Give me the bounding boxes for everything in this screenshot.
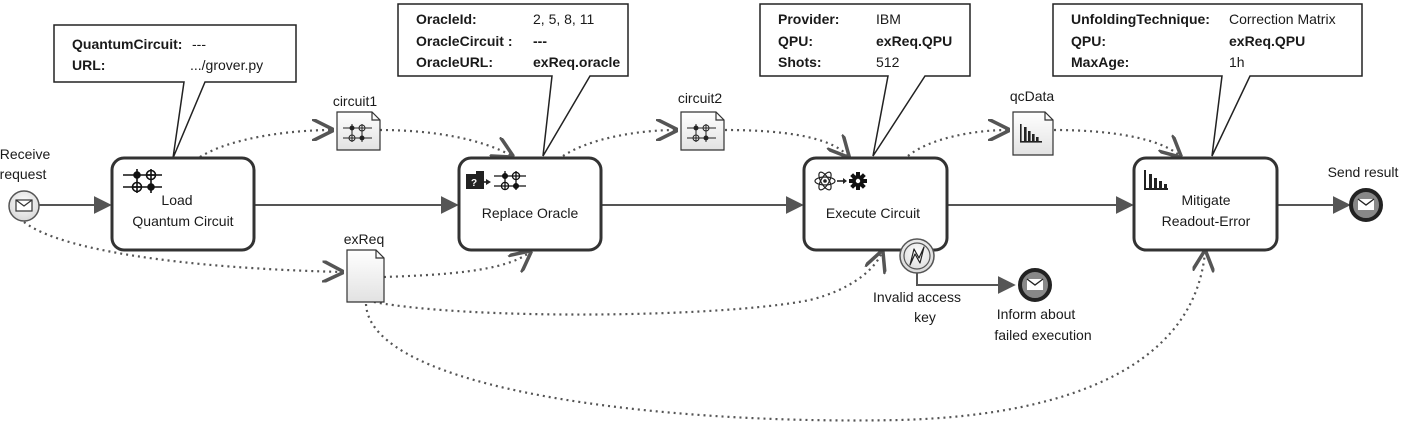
- envelope-icon: [1026, 278, 1044, 290]
- assoc-circuit1-to-replace: [379, 128, 512, 156]
- annotation-key: UnfoldingTechnique:: [1071, 11, 1210, 27]
- data-object-label: qcData: [1010, 88, 1055, 104]
- event-label: Receive: [0, 146, 50, 162]
- assoc-qcdata-to-mitigate: [1053, 128, 1180, 156]
- task-label: Execute Circuit: [826, 205, 920, 221]
- annotation-key: QPU:: [1071, 33, 1106, 49]
- annotation-replace: OracleId: 2, 5, 8, 11 OracleCircuit : --…: [397, 3, 629, 157]
- assoc-load-to-circuit1: [199, 130, 332, 158]
- histogram-doc-icon: [1020, 124, 1042, 143]
- data-object-exreq[interactable]: exReq: [344, 231, 385, 303]
- annotation-value: exReq.oracle: [533, 54, 620, 70]
- annotation-key: MaxAge:: [1071, 54, 1129, 70]
- annotation-value: 1h: [1229, 54, 1245, 70]
- circuit-doc-icon: [687, 124, 716, 142]
- assoc-exreq-to-mitigate: [364, 252, 1205, 422]
- annotation-load: QuantumCircuit: --- URL: .../grover.py: [53, 24, 297, 159]
- atom-to-gear-icon: [814, 171, 867, 191]
- annotation-key: QuantumCircuit:: [72, 36, 182, 52]
- annotation-key: Provider:: [778, 11, 839, 27]
- annotation-key: OracleURL:: [416, 54, 493, 70]
- annotation-value: .../grover.py: [190, 57, 263, 73]
- annotation-key: OracleId:: [416, 11, 477, 27]
- end-event-send-result[interactable]: Send result: [1328, 164, 1399, 222]
- annotation-key: URL:: [72, 57, 105, 73]
- start-event-receive-request[interactable]: Receive request: [0, 146, 50, 222]
- data-object-circuit2[interactable]: circuit2: [678, 90, 725, 151]
- assoc-circuit2-to-execute: [724, 128, 848, 156]
- annotation-value: IBM: [876, 11, 901, 27]
- event-label: Invalid access: [873, 289, 961, 305]
- end-event-inform-failed[interactable]: Inform about failed execution: [994, 268, 1092, 343]
- quantum-circuit-icon: [123, 169, 162, 193]
- event-label: failed execution: [994, 327, 1091, 343]
- sequence-flows: [39, 196, 1351, 294]
- task-label: Mitigate: [1181, 192, 1230, 208]
- assoc-exreq-to-replace: [383, 252, 530, 279]
- annotation-execute: Provider: IBM QPU: exReq.QPU Shots: 512: [759, 3, 971, 157]
- task-execute[interactable]: Execute Circuit: [802, 156, 949, 252]
- boundary-error-event[interactable]: Invalid access key: [873, 238, 961, 325]
- lightning-icon: [909, 246, 925, 266]
- circuit-doc-icon: [343, 124, 372, 142]
- annotation-value: 2, 5, 8, 11: [533, 11, 594, 27]
- envelope-icon: [15, 199, 33, 212]
- svg-text:?: ?: [471, 178, 477, 189]
- task-mitigate[interactable]: Mitigate Readout-Error: [1132, 156, 1279, 252]
- data-object-label: circuit2: [678, 90, 723, 106]
- assoc-execute-to-qcdata: [907, 130, 1008, 157]
- event-label: Send result: [1328, 164, 1399, 180]
- task-label: Replace Oracle: [482, 205, 579, 221]
- event-label: request: [0, 166, 46, 182]
- flow-error-to-inform: [916, 272, 1016, 294]
- assoc-exreq-to-execute: [373, 252, 882, 316]
- annotation-value: ---: [533, 33, 547, 49]
- task-label: Quantum Circuit: [132, 213, 233, 229]
- task-load[interactable]: Load Quantum Circuit: [110, 156, 256, 252]
- envelope-icon: [1357, 198, 1375, 210]
- event-label: key: [914, 309, 936, 325]
- annotation-key: QPU:: [778, 33, 813, 49]
- task-label: Load: [161, 192, 192, 208]
- annotation-key: Shots:: [778, 54, 822, 70]
- annotation-key: OracleCircuit :: [416, 33, 512, 49]
- annotation-value: ---: [192, 36, 206, 52]
- data-object-circuit1[interactable]: circuit1: [333, 93, 381, 151]
- annotation-value: exReq.QPU: [876, 33, 952, 49]
- annotation-value: 512: [876, 54, 900, 70]
- assoc-replace-to-circuit2: [562, 130, 676, 157]
- data-object-label: circuit1: [333, 93, 378, 109]
- data-associations: [23, 128, 1205, 422]
- annotation-value: exReq.QPU: [1229, 33, 1305, 49]
- task-label: Readout-Error: [1162, 213, 1251, 229]
- data-object-qcdata[interactable]: qcData: [1010, 88, 1055, 156]
- annotation-mitigate: UnfoldingTechnique: Correction Matrix QP…: [1052, 3, 1363, 157]
- task-replace[interactable]: ? Replace Oracle: [457, 156, 603, 252]
- event-label: Inform about: [997, 306, 1076, 322]
- histogram-icon: [1144, 170, 1168, 190]
- annotation-value: Correction Matrix: [1229, 11, 1336, 27]
- data-object-label: exReq: [344, 231, 384, 247]
- replace-oracle-icon: ?: [466, 171, 526, 191]
